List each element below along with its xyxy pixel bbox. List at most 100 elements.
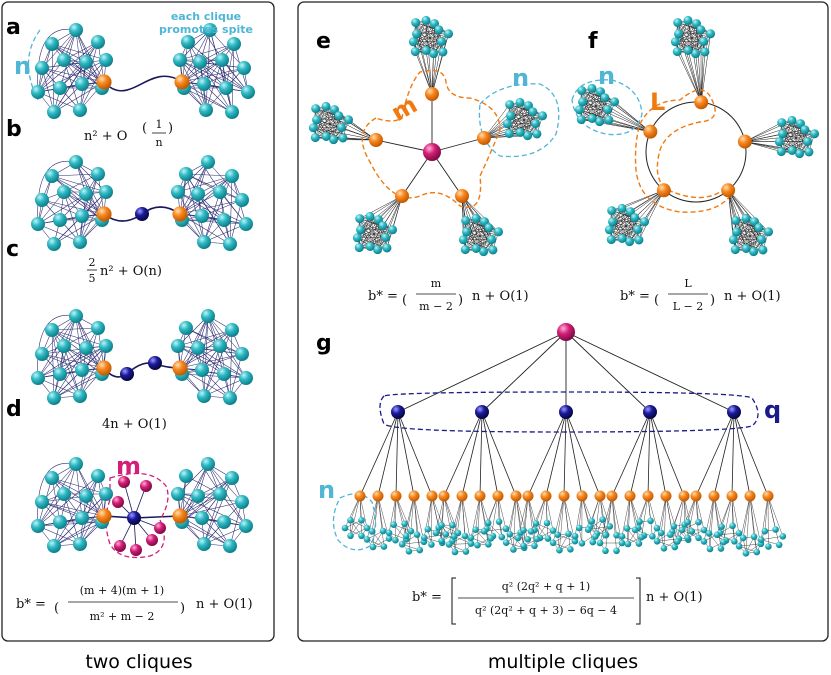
clique-c-left-edge [41,353,83,371]
panel-label-a: a [6,15,21,40]
clique-e-0-node [421,15,431,25]
svg-text:(: ( [654,293,659,308]
tree-g-clique-node [438,537,445,545]
tree-g-leaf-edge [621,495,631,537]
clique-f-1-node [603,105,613,115]
clique-f-1-edge [591,88,610,121]
svg-text:(: ( [54,601,59,616]
clique-f-1-node [604,115,614,125]
tree-g-clique-node [705,530,713,537]
clique-e-0-edge [431,23,435,95]
clique-e-0-edge [416,33,433,95]
clique-a-left-edge [41,29,77,69]
clique-e-1-node [321,101,331,111]
clique-f-1-node [577,86,587,96]
tree-g-clique-node [495,518,503,525]
clique-f-0-node [670,37,680,47]
clique-c-right-edge [203,377,247,397]
tree-g-clique-node [695,534,702,542]
clique-d-right-edge [203,525,247,545]
clique-f-1-node [578,97,588,107]
svg-text:5: 5 [89,272,96,285]
clique-e-2-node [355,214,365,224]
tree-g-leaf-edge [595,495,601,537]
tree-g-leaf [576,490,588,502]
clique-f-3-edge [735,231,769,250]
clique-b-right-node [179,167,193,181]
clique-e-0-node [411,18,421,28]
clique-a-left-node [91,35,105,49]
tree-g-clique-node [428,541,435,548]
clique-f-0-node [706,29,716,39]
tree-g-leaf [708,490,720,502]
tree-g-edge [629,411,651,497]
tree-g-clique-node [556,546,563,554]
tree-g-leaf [456,490,468,502]
clique-c-right-edge [203,345,221,397]
tree-g-leaf [474,490,486,502]
tree-g-clique-node [474,541,481,549]
tree-g-edge [611,411,651,497]
clique-c-left-edge [79,327,99,397]
tree-g-leaf-edge [479,495,489,545]
star-d-leaf [114,540,126,552]
tree-g-clique-node [413,531,421,538]
clique-f-3-node [728,235,738,245]
clique-a-left-node [53,81,67,95]
tree-g-leaf [558,490,570,502]
star-e-hub [369,133,383,147]
clique-e-4-node [531,119,541,129]
tree-g-edge [359,411,399,497]
clique-f-0-edge [677,22,689,51]
bridge-b-hub-right [172,206,188,222]
svg-text:b* =: b* = [16,597,46,612]
tree-g-clique-node [613,531,620,539]
tree-g-leaf-edge [713,495,727,541]
clique-e-3-node [458,235,468,245]
clique-d-right-node [223,539,237,553]
tree-g-clique-node [467,540,475,547]
clique-b-left-edge [63,191,105,215]
tree-g-clique-node [341,524,349,532]
tree-g-leaf [606,490,618,502]
svg-text:q² (2q² + q + 1): q² (2q² + q + 1) [502,580,590,593]
tree-g-clique-node [533,535,541,543]
clique-d-left-node [45,471,59,485]
clique-f-0-edge [677,22,711,34]
clique-f-0-node [700,47,710,57]
tree-g-edge [481,411,517,497]
clique-e-1-edge [315,108,327,137]
clique-d-left-edge [41,501,105,517]
tree-g-leaf-edge [497,495,502,538]
tree-g-clique-node [524,536,532,543]
clique-d-left-node [99,487,113,501]
tree-g-leaf [408,490,420,502]
clique-e-2-edge [359,229,393,248]
caption-multiple-cliques: multiple cliques [488,651,638,673]
star-d-leaf [118,476,130,488]
clique-f-3-edge [727,190,754,252]
tree-g-clique-node [462,548,470,555]
clique-f-0-edge [696,23,702,103]
clique-f-2-edge [609,190,665,230]
clique-e-2-edge [359,218,371,247]
clique-f-3-node [749,247,759,257]
tree-g-clique-node [549,539,557,547]
tree-g-clique-node [449,521,456,529]
tree-g-clique-node [636,518,643,525]
clique-d-left-node [47,539,61,553]
tree-g-clique-node [424,525,432,533]
clique-f-1-node [587,114,597,124]
clique-c-right-node [225,323,239,337]
clique-b-right-edge [203,191,221,243]
clique-e-3-edge [463,231,499,241]
clique-b-left-node [35,193,49,207]
clique-a-right-edge [231,43,235,113]
clique-a-right-node [215,53,229,67]
star-d-leaf [130,544,142,556]
clique-e-1-node [312,115,322,125]
dashed-outlines-layer [27,29,759,559]
tree-g-leaf-edge [611,495,617,551]
clique-f-4-node [800,125,810,135]
tree-g-edge [565,411,601,497]
